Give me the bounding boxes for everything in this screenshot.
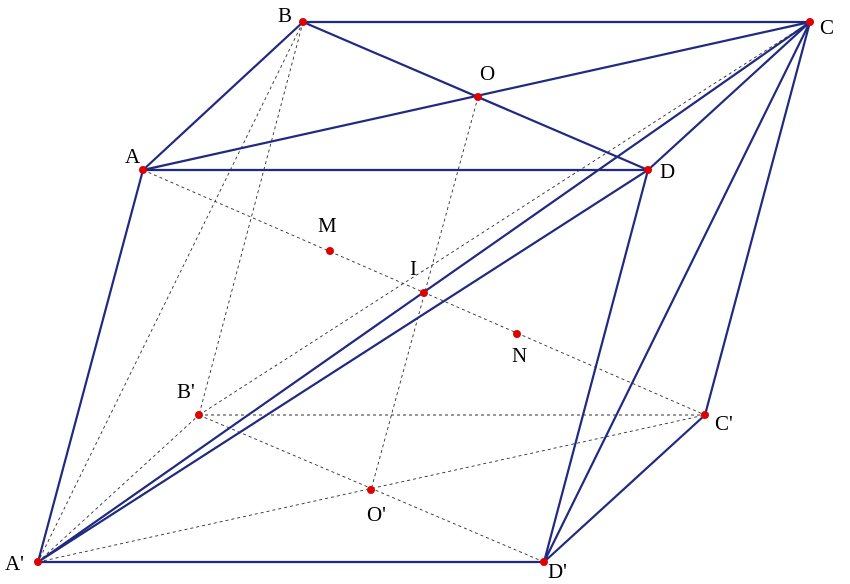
visible-edges: [36, 20, 812, 564]
segment-o-o1: [370, 96, 479, 491]
label-a: A: [125, 144, 141, 168]
vertex-labels: A B C D O A' B' C' D' O' M I N: [5, 3, 834, 583]
segment-c-d1: [542, 20, 812, 564]
point-c: [806, 18, 814, 26]
label-d: D: [660, 159, 675, 183]
point-m: [326, 247, 334, 255]
label-b: B: [278, 3, 292, 27]
segment-a1-b1: [37, 414, 200, 563]
label-b1: B': [177, 379, 195, 403]
point-i: [420, 289, 428, 297]
label-a1: A': [5, 551, 24, 575]
segment-a-a1: [36, 168, 145, 564]
segment-a1-d: [36, 168, 650, 564]
point-a1: [34, 558, 42, 566]
point-o: [474, 93, 482, 101]
label-c1: C': [715, 411, 733, 435]
segment-b-b1: [198, 21, 304, 416]
segment-d1-c1: [542, 413, 707, 564]
label-m: M: [318, 213, 337, 237]
point-n: [513, 330, 521, 338]
segment-c-c1: [703, 20, 812, 417]
segment-d-d1: [542, 168, 650, 564]
point-d1: [540, 558, 548, 566]
segment-a-b: [141, 20, 305, 172]
point-o1: [367, 486, 375, 494]
label-c: C: [820, 15, 834, 39]
point-d: [644, 166, 652, 174]
vertex-points: [34, 18, 814, 566]
point-a: [139, 166, 147, 174]
label-n: N: [512, 343, 527, 367]
point-b1: [195, 411, 203, 419]
label-i: I: [410, 256, 417, 280]
label-o1: O': [367, 502, 386, 526]
segment-b-a1: [37, 21, 304, 563]
point-b: [299, 18, 307, 26]
segment-b1-c: [198, 21, 811, 416]
segment-c-d: [646, 20, 812, 172]
label-o: O: [480, 61, 495, 85]
label-d1: D': [548, 559, 567, 583]
point-c1: [701, 411, 709, 419]
